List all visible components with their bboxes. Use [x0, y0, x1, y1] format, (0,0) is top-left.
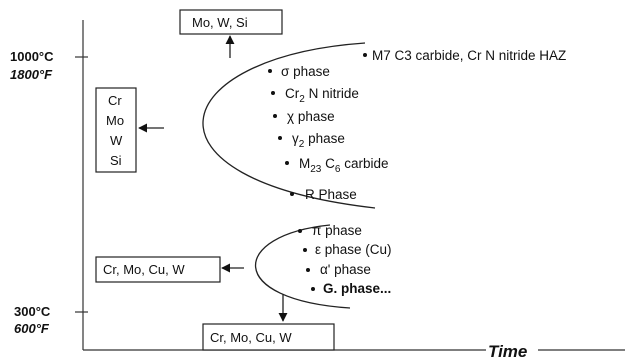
phase-sigma: σ phase: [281, 64, 330, 79]
phase-pi: π phase: [312, 223, 362, 238]
phase-dot: [363, 53, 367, 57]
phase-dot: [303, 248, 307, 252]
c-subscript: 6: [335, 164, 341, 175]
top-box-text: Mo, W, Si: [192, 15, 248, 30]
phase-dot: [298, 229, 302, 233]
phase-chi: χ phase: [287, 109, 335, 124]
bottom-box: [202, 323, 335, 351]
time-label: Time: [488, 342, 527, 361]
m-subscript: 23: [310, 164, 322, 175]
m-text: M: [299, 156, 310, 171]
upper-temp-f: 1800°F: [10, 67, 53, 82]
gamma-text: γ: [292, 131, 299, 146]
phase-dot: [290, 192, 294, 196]
phase-dot: [306, 268, 310, 272]
upper-c-curve: [202, 42, 376, 209]
top-box: [179, 9, 283, 35]
phase-carbide-haz: M7 C3 carbide, Cr N nitride HAZ: [372, 48, 566, 63]
phase-m23c6: M23 C6 carbide: [299, 156, 388, 175]
left-upper-item: Si: [110, 153, 122, 168]
phase-dot: [271, 91, 275, 95]
phase-gamma2: γ2 phase: [292, 131, 345, 150]
phase-cr2n: Cr2 N nitride: [285, 86, 359, 105]
lower-c-curve: [254, 224, 351, 309]
lower-temp-c: 300°C: [14, 304, 51, 319]
left-upper-item: W: [110, 133, 123, 148]
cr-text: Cr: [285, 86, 300, 101]
phase-dot: [273, 114, 277, 118]
phase-dot: [268, 69, 272, 73]
left-upper-item: Mo: [106, 113, 124, 128]
gamma-rest: phase: [304, 131, 345, 146]
phase-dot: [278, 136, 282, 140]
lower-temp-f: 600°F: [14, 321, 50, 336]
phase-dot: [311, 287, 315, 291]
cr-subscript: 2: [299, 94, 305, 105]
left-upper-box: [95, 87, 137, 173]
left-lower-box-text: Cr, Mo, Cu, W: [103, 262, 185, 277]
phase-g: G. phase...: [323, 281, 391, 296]
phase-r: R Phase: [305, 187, 357, 202]
gamma-subscript: 2: [299, 139, 305, 150]
phase-alpha: α' phase: [320, 262, 371, 277]
carbide-text: carbide: [340, 156, 388, 171]
c-text: C: [321, 156, 335, 171]
upper-temp-c: 1000°C: [10, 49, 54, 64]
nitride-text: N nitride: [305, 86, 359, 101]
left-upper-item: Cr: [108, 93, 122, 108]
left-lower-box: [95, 256, 221, 283]
bottom-box-text: Cr, Mo, Cu, W: [210, 330, 292, 345]
phase-dot: [285, 161, 289, 165]
phase-epsilon: ε phase (Cu): [315, 242, 392, 257]
